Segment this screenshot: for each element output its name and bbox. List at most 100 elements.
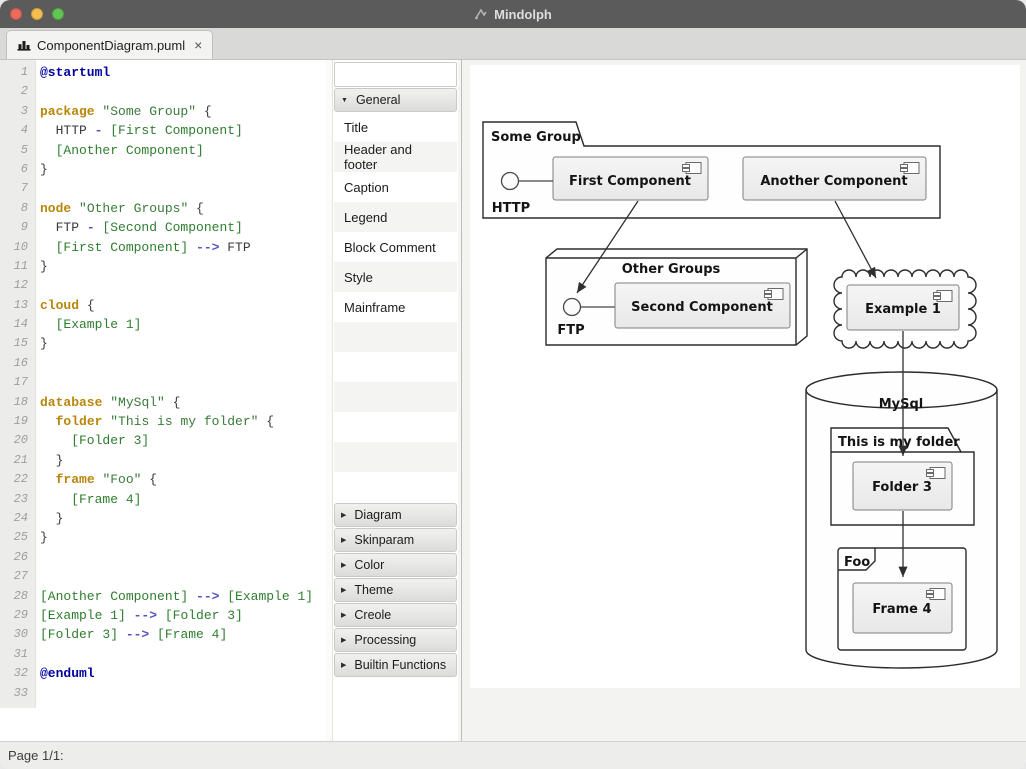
code-line[interactable]: folder "This is my folder" { — [40, 412, 313, 431]
code-line[interactable]: [Example 1] --> [Folder 3] — [40, 606, 313, 625]
code-line[interactable] — [40, 179, 313, 198]
line-number: 6 — [20, 161, 28, 176]
code-line[interactable]: [Another Component] — [40, 141, 313, 160]
label-frame: Foo — [844, 555, 870, 570]
chevron-right-icon: ▶ — [341, 587, 347, 594]
label-first-component: First Component — [569, 174, 691, 189]
section-header-skinparam[interactable]: ▶Skinparam — [334, 528, 457, 552]
code-line[interactable]: @startuml — [40, 63, 313, 82]
code-line[interactable]: [Folder 3] — [40, 431, 313, 450]
snippet-item-header-and-footer[interactable]: Header and footer — [334, 142, 457, 172]
label-example-1: Example 1 — [865, 302, 941, 317]
code-line[interactable]: cloud { — [40, 296, 313, 315]
zoom-window-button[interactable] — [52, 8, 64, 20]
empty-row — [334, 352, 457, 382]
code-token — [40, 472, 56, 487]
tab-close-icon[interactable]: × — [194, 37, 203, 53]
status-bar: Page 1/1: — [0, 741, 1026, 769]
line-number: 12 — [13, 278, 28, 293]
chevron-right-icon: ▶ — [341, 662, 347, 669]
code-line[interactable]: [Frame 4] — [40, 490, 313, 509]
code-line[interactable] — [40, 354, 313, 373]
section-header-creole[interactable]: ▶Creole — [334, 603, 457, 627]
section-header-theme[interactable]: ▶Theme — [334, 578, 457, 602]
code-line[interactable] — [40, 567, 313, 586]
diagram-preview-panel: Some Group First Component Another Compo… — [462, 60, 1026, 741]
component-icon — [933, 290, 953, 302]
code-line[interactable]: @enduml — [40, 664, 313, 683]
code-line[interactable] — [40, 684, 313, 703]
code-token: database — [40, 394, 103, 410]
label-second-component: Second Component — [631, 300, 773, 315]
code-line[interactable]: } — [40, 160, 313, 179]
code-area[interactable]: @startuml package "Some Group" { HTTP - [… — [36, 60, 313, 703]
code-token: frame — [55, 472, 95, 488]
code-line[interactable]: [Example 1] — [40, 315, 313, 334]
app-icon — [474, 7, 488, 21]
code-line[interactable] — [40, 82, 313, 101]
arrow-another-to-example — [834, 200, 877, 279]
line-number: 31 — [13, 646, 28, 661]
code-line[interactable]: database "MySql" { — [40, 393, 313, 412]
code-line[interactable]: package "Some Group" { — [40, 102, 313, 121]
snippet-item-mainframe[interactable]: Mainframe — [334, 292, 457, 322]
code-token: "This is my folder" — [110, 414, 259, 430]
code-line[interactable]: } — [40, 257, 313, 276]
empty-row — [334, 382, 457, 412]
code-line[interactable]: [Another Component] --> [Example 1] — [40, 587, 313, 606]
section-header-diagram[interactable]: ▶Diagram — [334, 503, 457, 527]
code-line[interactable]: FTP - [Second Component] — [40, 218, 313, 237]
code-token: { — [258, 414, 275, 430]
section-header-color[interactable]: ▶Color — [334, 553, 457, 577]
code-token: "Foo" — [102, 472, 142, 488]
line-number: 9 — [20, 220, 28, 235]
section-header-builtin-functions[interactable]: ▶Builtin Functions — [334, 653, 457, 677]
tab-componentdiagram[interactable]: ComponentDiagram.puml × — [6, 30, 214, 59]
code-line[interactable] — [40, 548, 313, 567]
code-line[interactable]: [Folder 3] --> [Frame 4] — [40, 625, 313, 644]
line-number: 26 — [13, 549, 28, 564]
traffic-lights — [0, 8, 64, 20]
code-line[interactable]: node "Other Groups" { — [40, 199, 313, 218]
snippet-item-style[interactable]: Style — [334, 262, 457, 292]
label-http: HTTP — [492, 201, 530, 216]
line-number: 25 — [13, 530, 28, 545]
snippet-item-label: Mainframe — [344, 299, 406, 315]
code-line[interactable]: } — [40, 334, 313, 353]
section-header-processing[interactable]: ▶Processing — [334, 628, 457, 652]
component-diagram: Some Group First Component Another Compo… — [482, 121, 998, 669]
code-line[interactable] — [40, 373, 313, 392]
snippet-item-caption[interactable]: Caption — [334, 172, 457, 202]
code-line[interactable]: } — [40, 528, 313, 547]
editor-splitter[interactable] — [326, 60, 332, 741]
snippet-item-legend[interactable]: Legend — [334, 202, 457, 232]
frame-tab — [838, 548, 876, 571]
snippet-item-label: Style — [344, 269, 373, 285]
code-line[interactable] — [40, 645, 313, 664]
component-first-component — [552, 156, 709, 201]
diagram-canvas: Some Group First Component Another Compo… — [470, 65, 1020, 688]
code-token: - — [86, 220, 103, 236]
snippet-search-input[interactable] — [334, 62, 457, 87]
snippet-item-block-comment[interactable]: Block Comment — [334, 232, 457, 262]
line-number: 2 — [20, 84, 28, 99]
code-token: folder — [55, 414, 103, 430]
close-window-button[interactable] — [10, 8, 22, 20]
code-line[interactable]: HTTP - [First Component] — [40, 121, 313, 140]
code-line[interactable]: } — [40, 509, 313, 528]
code-line[interactable] — [40, 276, 313, 295]
snippet-item-title[interactable]: Title — [334, 112, 457, 142]
line-number: 14 — [13, 317, 28, 332]
component-icon — [764, 288, 784, 300]
code-line[interactable]: [First Component] --> FTP — [40, 238, 313, 257]
code-line[interactable]: frame "Foo" { — [40, 470, 313, 489]
minimize-window-button[interactable] — [31, 8, 43, 20]
code-token: } — [40, 510, 64, 526]
code-line[interactable]: } — [40, 451, 313, 470]
section-label: Creole — [354, 608, 392, 622]
section-header-general[interactable]: ▼General — [334, 88, 457, 112]
line-number: 23 — [13, 491, 28, 506]
component-another-component — [742, 156, 927, 201]
